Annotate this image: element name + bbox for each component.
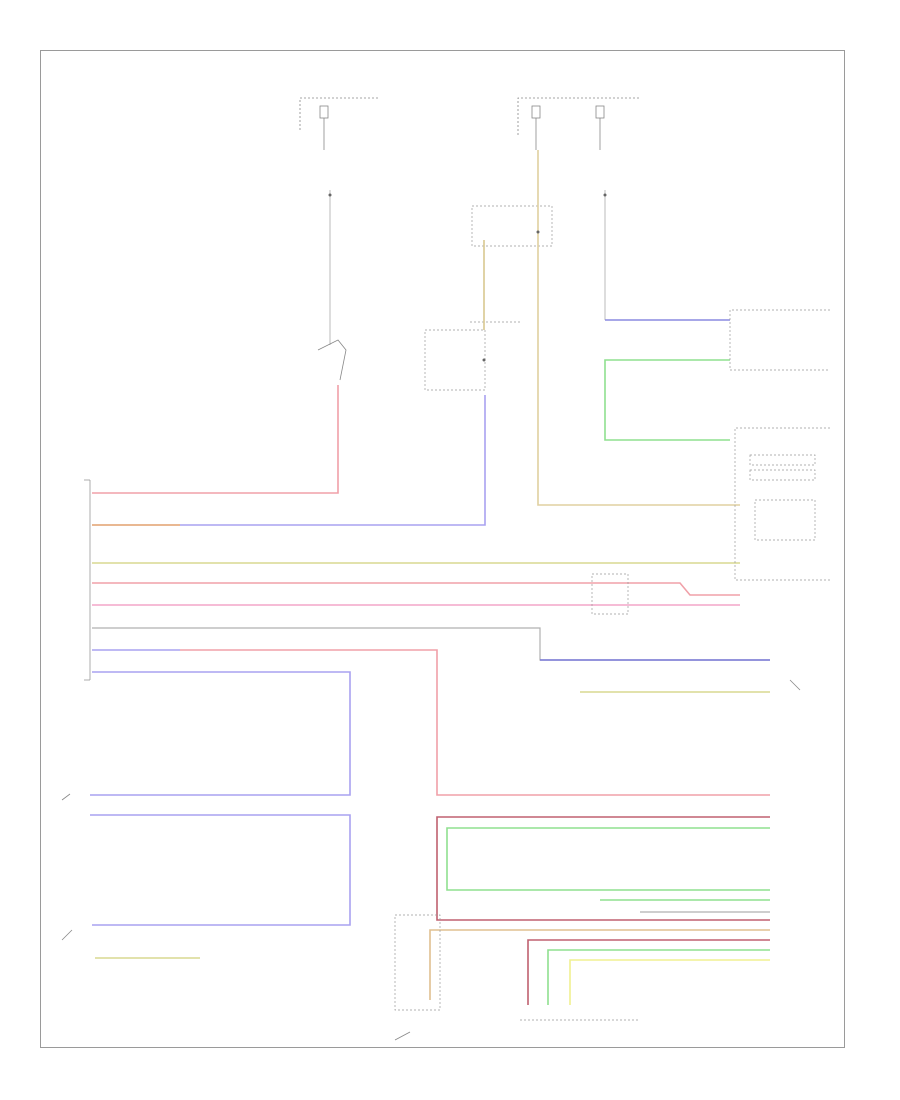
wire-red-3 [180, 649, 770, 796]
wire-tan-bottom [429, 929, 770, 1000]
switch-left [317, 339, 347, 381]
wire-yellow-bottom [569, 959, 770, 1005]
bottom-switch-box [394, 914, 441, 1011]
right-module-middle [734, 427, 830, 581]
wire-gray-1 [92, 627, 770, 661]
wire-dark-red-loop [436, 816, 770, 921]
fuse-block-right [517, 97, 640, 150]
diagram-frame [40, 50, 845, 1048]
switch-left-lower [61, 679, 801, 1041]
connector-dots [328, 193, 607, 362]
wire-dark-red-bottom [527, 939, 770, 1005]
wire-green-loop [446, 827, 770, 891]
wire-green-bottom [547, 949, 770, 1005]
relay-pair [591, 573, 629, 615]
relay-box-lower [424, 321, 520, 391]
wire-violet-1 [92, 395, 486, 526]
left-module-bracket [84, 479, 91, 681]
relay-box-upper [471, 205, 553, 247]
wire-red-1 [92, 385, 339, 494]
wire-green-upper [604, 359, 730, 441]
wire-violet-3 [90, 671, 351, 796]
right-module-upper [729, 309, 830, 371]
wire-tan-main [537, 150, 740, 506]
fuse-block-left [299, 97, 380, 150]
wire-violet-4 [90, 814, 351, 926]
wire-red-2 [92, 582, 740, 596]
